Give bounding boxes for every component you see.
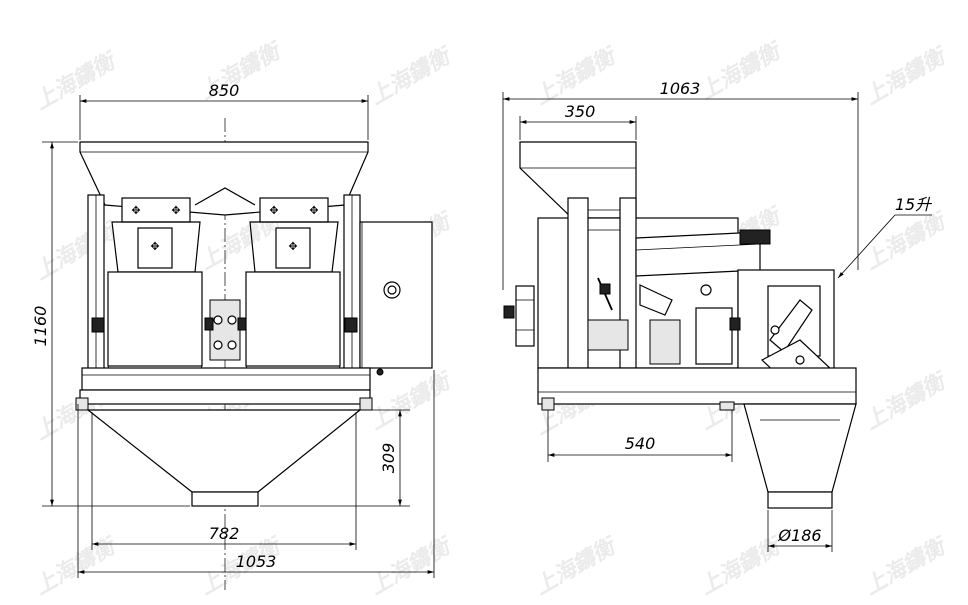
base-frame [81,367,371,391]
dim-funnel-height: 309 [379,443,398,474]
watermark-text: 上海鑄衡 [366,368,458,436]
side-base-frame [537,367,857,405]
side-post-left [567,197,589,369]
dim-base-depth: 540 [625,434,656,453]
feed-bucket-right [259,197,329,223]
dim-outlet-diameter: Ø186 [777,526,821,545]
side-funnel-outlet [767,491,833,509]
watermark-text: 上海鑄衡 [531,533,623,601]
watermark-text: 上海鑄衡 [696,38,788,106]
dim-height-total: 1160 [31,306,50,347]
power-switch-icon [383,281,401,299]
weigh-bucket-left [107,271,203,367]
base-plate [79,389,371,405]
vibrator-right [275,227,311,269]
side-view: 1063 350 540 Ø186 15升 [502,79,932,552]
svg-text:✥: ✥ [171,204,180,217]
watermark-text: 上海鑄衡 [861,43,953,111]
side-discharge-funnel [743,403,857,493]
watermark-text: 上海鑄衡 [366,43,458,111]
svg-text:✥: ✥ [131,204,140,217]
dim-hopper-depth: 350 [565,102,596,121]
vibrator-left [137,227,173,269]
watermark-text: 上海鑄衡 [861,208,953,276]
dim-overall-width: 1053 [236,552,277,571]
dim-base-width: 782 [209,524,240,543]
front-view: ✥ ✥ ✥ ✥ ✥ ✥ [31,81,435,590]
svg-text:✥: ✥ [269,204,278,217]
center-mechanism [209,299,241,361]
watermark-text: 上海鑄衡 [531,43,623,111]
watermark-text: 上海鑄衡 [31,533,123,601]
watermark-text: 上海鑄衡 [861,533,953,601]
watermark-text: 上海鑄衡 [696,533,788,601]
weigh-bucket-right [245,271,341,367]
svg-text:✥: ✥ [309,204,318,217]
dim-width-top: 850 [209,81,240,100]
volume-label: 15升 [895,195,932,214]
air-filter-regulator [515,285,535,347]
watermark-text: 上海鑄衡 [861,368,953,436]
dim-overall-depth: 1063 [660,79,701,98]
funnel-outlet [191,491,259,507]
watermark-text: 上海鑄衡 [31,48,123,116]
feed-bucket-left [121,197,191,223]
control-box [359,221,433,369]
discharge-funnel [86,409,362,493]
svg-text:✥: ✥ [150,240,159,253]
svg-text:✥: ✥ [288,240,297,253]
watermark-text: 上海鑄衡 [366,533,458,601]
